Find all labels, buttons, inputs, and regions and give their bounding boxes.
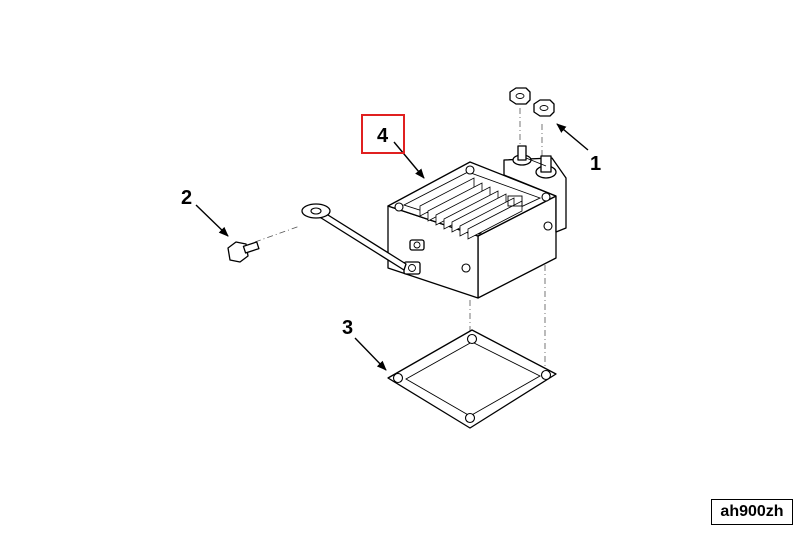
gasket-bolt-hole: [540, 369, 552, 381]
callout-1[interactable]: 1: [590, 153, 601, 175]
housing-boss: [461, 263, 471, 273]
leader-1: [556, 123, 589, 151]
figure-id-label: ah900zh: [711, 499, 793, 525]
housing-boss: [543, 221, 553, 231]
terminal-studs: [403, 239, 425, 275]
callout-2[interactable]: 2: [181, 187, 192, 209]
gasket-bolt-hole: [466, 333, 478, 345]
housing-bolt-hole: [541, 192, 551, 202]
leader-lines: [195, 123, 589, 371]
housing-bolt-hole: [465, 165, 475, 175]
mounting-bolt: [227, 241, 260, 263]
callout-4[interactable]: 4: [377, 125, 389, 147]
ground-cable: [301, 203, 407, 271]
gasket: [387, 329, 557, 429]
centerlines: [254, 108, 546, 375]
callout-highlight-box: [361, 114, 405, 154]
cooling-fins: [419, 177, 523, 240]
terminal-tower: [503, 145, 567, 233]
gasket-bolt-hole: [392, 372, 404, 384]
leader-4: [393, 141, 425, 179]
leader-2: [195, 204, 229, 237]
housing-bolt-hole: [394, 202, 404, 212]
heater-housing: [387, 145, 567, 299]
leader-3: [354, 337, 387, 371]
callout-3[interactable]: 3: [342, 317, 353, 339]
gasket-bolt-hole: [464, 412, 476, 424]
terminal-nuts: [509, 87, 555, 117]
